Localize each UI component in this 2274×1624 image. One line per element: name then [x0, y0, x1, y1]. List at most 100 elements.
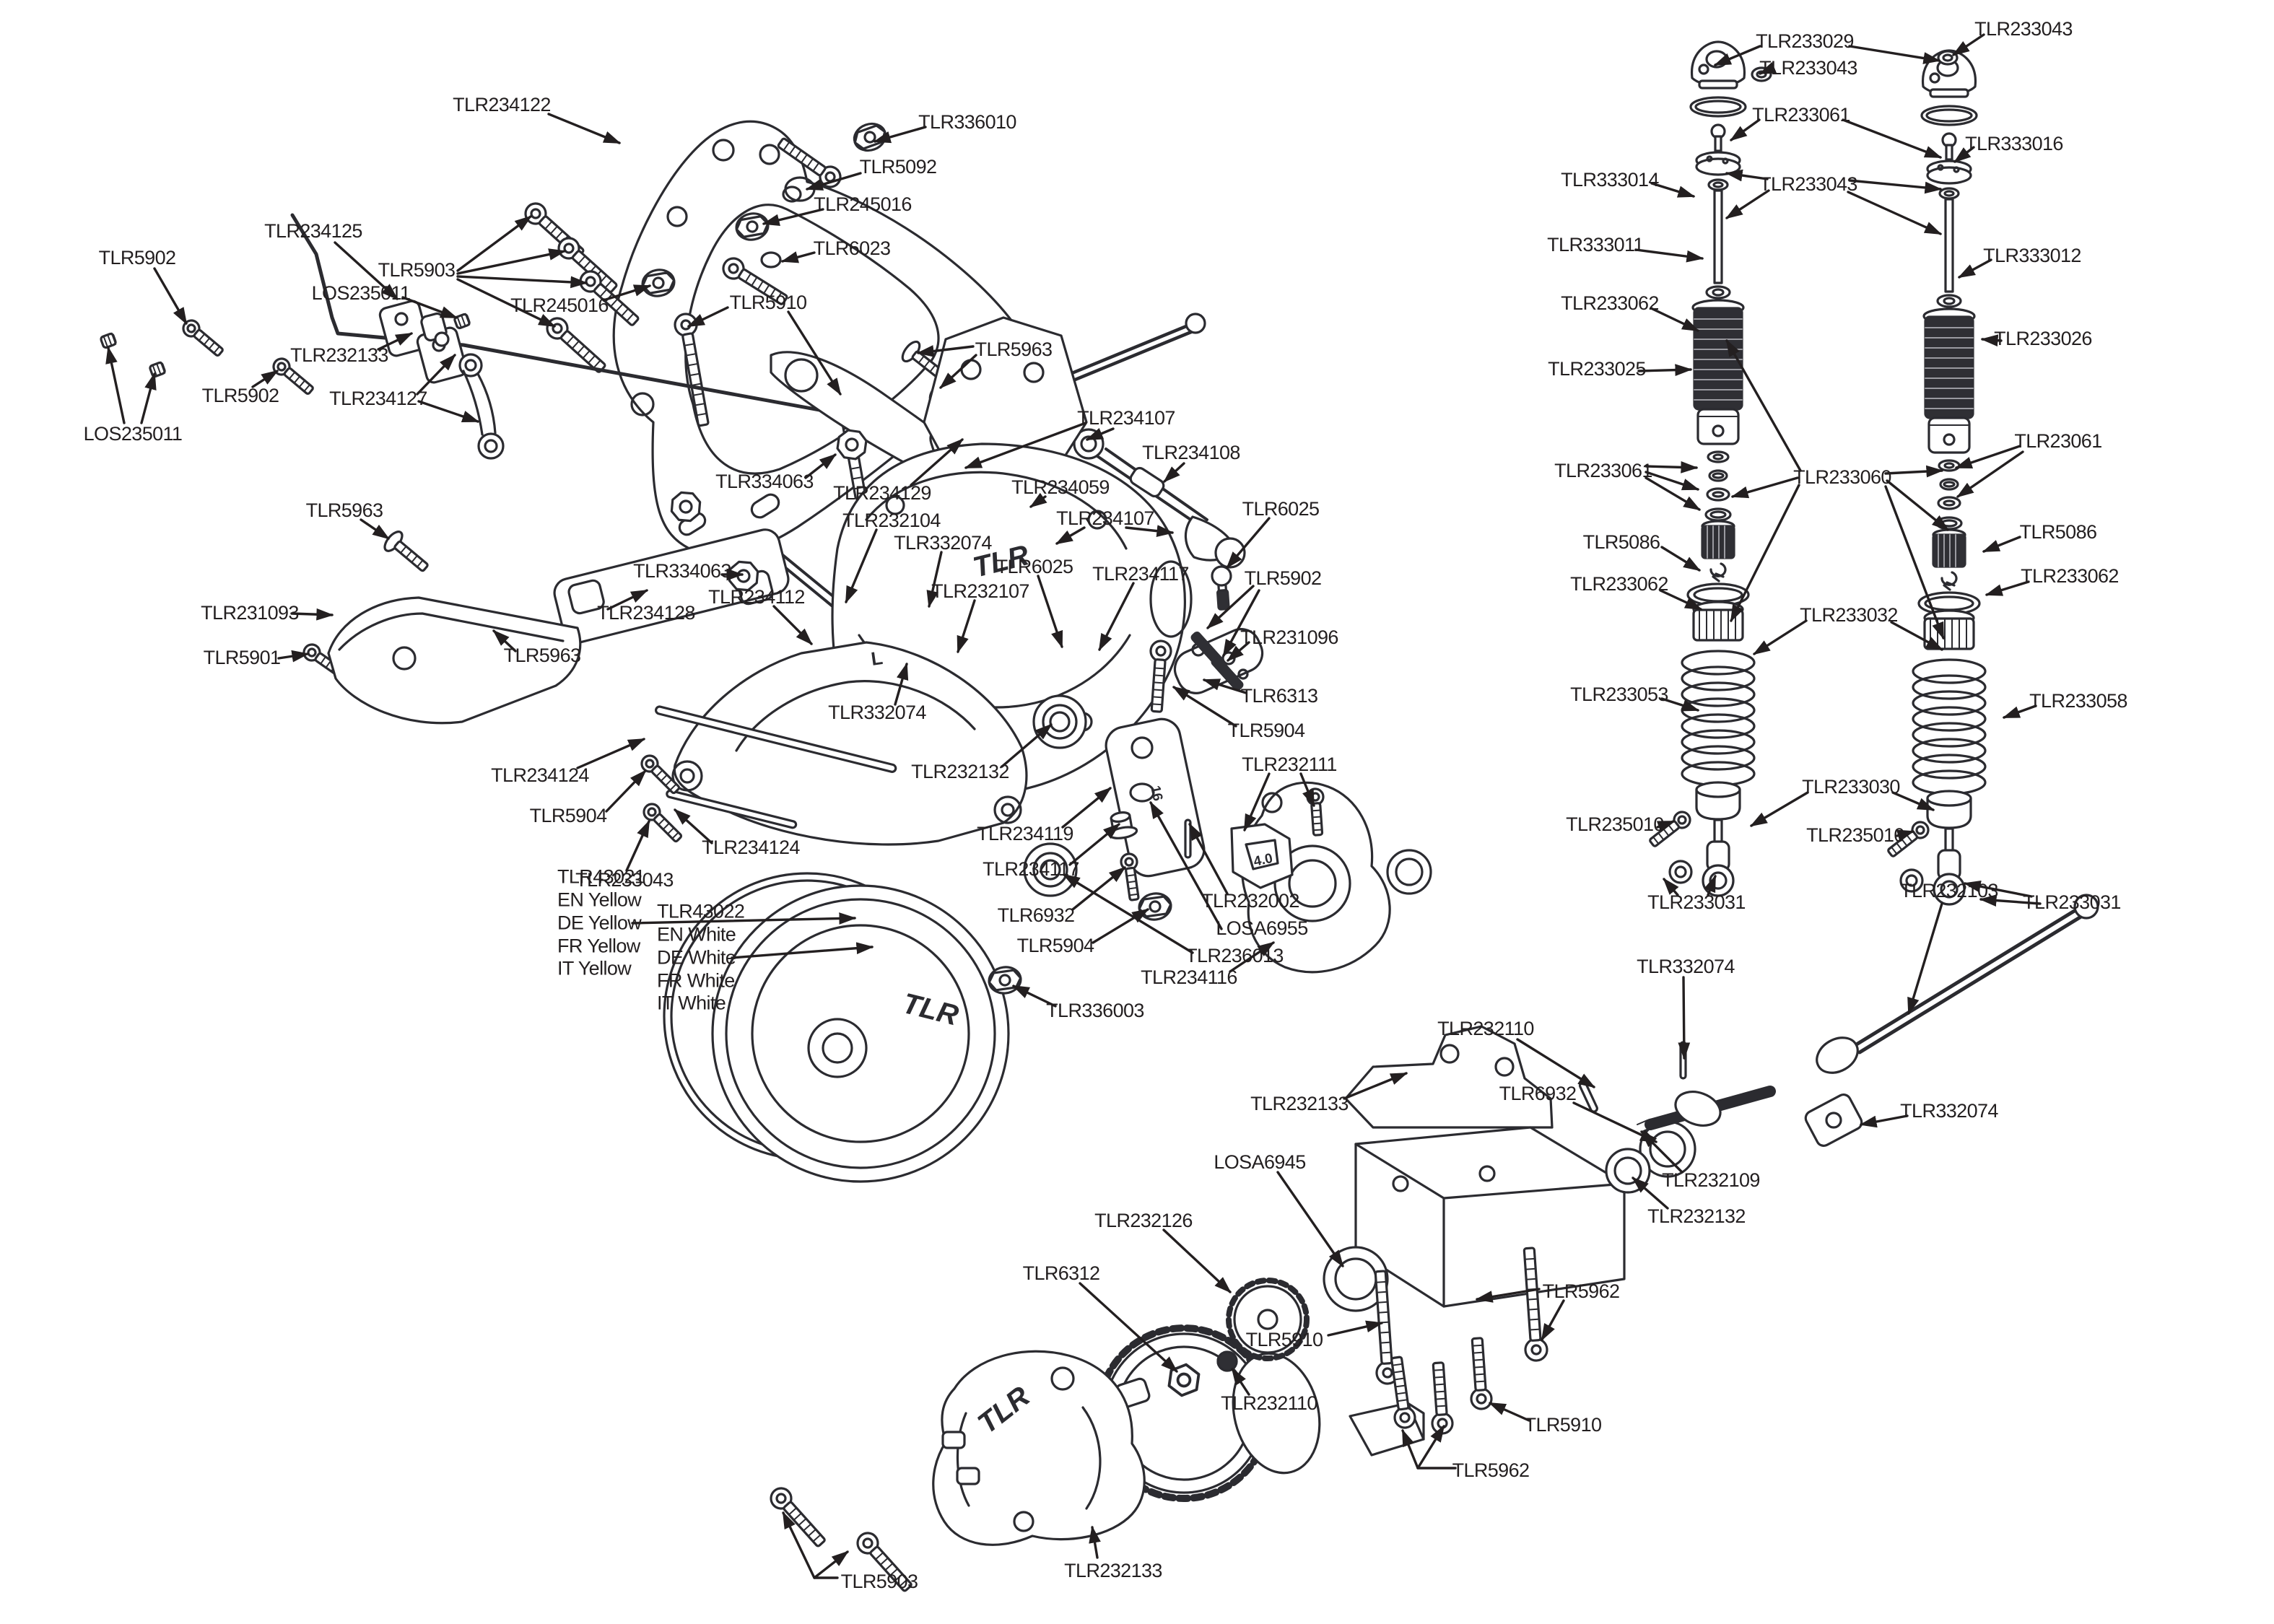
part-label: TLR232002	[1201, 890, 1299, 912]
part-label: TLR245016	[814, 193, 912, 216]
leader-arrow	[1725, 189, 1770, 219]
leader-arrow	[1055, 526, 1086, 545]
part-label: TLR5902	[1244, 567, 1322, 590]
part-label: TLR233026	[1994, 328, 2092, 350]
leader-arrow	[1098, 582, 1135, 652]
leader-arrow	[1886, 479, 1949, 531]
leader-arrow	[1071, 866, 1126, 911]
leader-arrow	[957, 599, 976, 654]
leader-arrow	[1206, 585, 1255, 629]
part-label: TLR233029	[1756, 30, 1854, 53]
leader-arrow	[631, 912, 857, 925]
leader-arrow	[1644, 460, 1699, 473]
leader-arrow	[1229, 941, 1275, 973]
leader-arrow	[417, 400, 480, 423]
part-label-line: FR White	[657, 969, 735, 991]
part-label: TLR232103	[1900, 880, 1998, 902]
part-label: LOS235011	[311, 282, 411, 305]
leader-arrow	[939, 354, 977, 389]
leader-arrow	[1890, 621, 1944, 651]
part-label: TLR233061	[1554, 460, 1652, 482]
part-label: TLR336003	[1046, 1000, 1144, 1022]
leader-arrow	[1172, 686, 1237, 728]
leader-arrow	[1896, 829, 1915, 842]
front-shock-tower-drawing	[612, 120, 1042, 556]
leader-arrow	[1678, 976, 1691, 1060]
leader-arrow	[1243, 772, 1271, 832]
leader-arrow	[1299, 772, 1315, 808]
part-label-line: DE White	[657, 946, 736, 969]
leader-arrow	[1730, 118, 1761, 141]
leader-lines	[105, 33, 2042, 1579]
part-label: TLR232132	[1647, 1205, 1746, 1228]
part-label: TLR231093	[201, 602, 299, 624]
leader-arrow	[416, 354, 456, 396]
leader-arrow	[1725, 169, 1769, 182]
part-label: TLR5902	[98, 247, 176, 269]
part-label: TLR5962	[1542, 1280, 1620, 1303]
leader-arrow	[1660, 697, 1700, 712]
leader-arrow	[1847, 191, 1943, 235]
leader-arrow	[456, 248, 567, 275]
leader-arrow	[1125, 525, 1175, 538]
part-label: TLR233062	[1561, 292, 1659, 315]
part-label: TLR245016	[510, 294, 609, 317]
part-label: TLR233025	[1548, 358, 1646, 380]
leader-arrow	[625, 819, 650, 872]
part-label: TLR232133	[290, 344, 388, 367]
part-label: LOSA6945	[1214, 1151, 1306, 1174]
leader-arrow	[377, 332, 414, 351]
part-label: TLR233053	[1570, 684, 1668, 706]
leader-arrow	[1092, 908, 1150, 944]
leader-arrow	[1001, 723, 1053, 768]
leader-arrow	[1952, 33, 1985, 56]
leader-arrow	[1061, 787, 1112, 829]
part-label: TLR232110	[1221, 1392, 1317, 1415]
part-label: TLR234112	[708, 586, 805, 608]
leader-arrow	[1660, 546, 1702, 572]
leader-arrow	[1416, 1424, 1445, 1470]
part-label: TLR236013	[1185, 945, 1284, 967]
part-label: TLR6312	[1022, 1262, 1100, 1285]
part-label: TLR334063	[633, 560, 731, 582]
leader-arrow	[1752, 619, 1808, 655]
part-label: TLR6025	[1242, 498, 1320, 520]
part-label: TLR332074	[894, 532, 992, 554]
part-label: TLR334063	[715, 471, 814, 493]
part-label-line: EN White	[657, 923, 736, 946]
part-label: TLR5962	[1452, 1459, 1530, 1482]
leader-arrow	[1957, 258, 1992, 279]
part-label: TLR234129	[833, 482, 931, 505]
part-label: TLR234116	[1141, 966, 1237, 989]
part-label: TLR5904	[529, 805, 607, 827]
part-label: TLR5901	[203, 647, 281, 669]
leader-arrow	[456, 275, 588, 289]
leader-arrow	[916, 345, 975, 357]
part-label: TLR232133	[1064, 1560, 1162, 1582]
leader-arrow	[1713, 45, 1761, 66]
leader-arrow	[1634, 248, 1704, 263]
leader-arrow	[873, 126, 927, 144]
leader-arrow	[1954, 445, 2021, 469]
arm-letter: L	[870, 647, 884, 670]
leader-arrow	[1231, 1367, 1250, 1396]
leader-arrow	[1884, 465, 1944, 478]
leader-arrow	[780, 251, 816, 263]
part-label-line: TLR43021	[557, 865, 645, 888]
part-label: TLR233043	[575, 869, 674, 891]
part-label: TLR234122	[453, 94, 551, 116]
leader-arrow	[1907, 902, 1943, 1016]
leader-arrow	[492, 629, 517, 652]
leader-arrow	[1644, 471, 1700, 491]
leader-arrow	[813, 1550, 849, 1579]
part-label-line: DE Yellow	[557, 912, 642, 934]
leader-arrow	[1749, 791, 1809, 827]
part-label-line: EN Yellow	[557, 889, 642, 911]
leader-arrow	[804, 453, 837, 479]
part-label: TLR233061	[1752, 104, 1850, 126]
part-label: TLR5963	[975, 339, 1053, 361]
leader-arrow	[1758, 61, 1777, 75]
leader-arrow	[1089, 1525, 1101, 1559]
